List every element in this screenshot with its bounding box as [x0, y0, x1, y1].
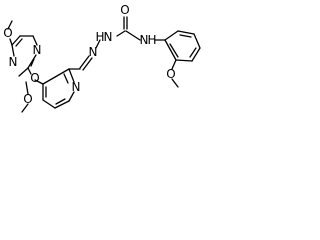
bond-pym-c2-n1	[27, 54, 37, 69]
atom-n-pyrimidine-top: N	[33, 43, 42, 57]
bond-ph-2	[177, 30, 195, 35]
bond-pyr-dbl-1	[63, 73, 69, 84]
atom-o-methoxy-top: O	[3, 26, 12, 40]
bond-n-ch-1	[79, 55, 90, 69]
bond-c-nh-right	[125, 30, 141, 41]
bond-pym-c5-c4	[11, 35, 21, 46]
bonds	[7, 16, 201, 113]
bond-o-pym	[27, 67, 32, 75]
atom-o-ether: O	[30, 71, 39, 85]
bond-ph-5	[175, 59, 193, 62]
bond-c-nh-left	[116, 30, 126, 37]
bond-nh-n	[95, 39, 101, 49]
bond-ome-top-me	[7, 20, 13, 30]
bond-pyr-n-c6	[68, 91, 75, 102]
bond-ph-4	[191, 47, 201, 62]
bond-ph-dbl-1	[179, 34, 192, 38]
bond-pyr-dbl-2	[55, 98, 66, 105]
atom-o-carbonyl: O	[120, 3, 129, 17]
bond-ome-bottom-me	[21, 103, 29, 113]
bond-pym-dbl-1	[30, 58, 35, 67]
bond-anisole-o-me	[171, 78, 179, 88]
bond-c-ome-bottom	[25, 81, 29, 95]
bond-ph-3	[193, 33, 201, 49]
bond-pyr-c6-c5	[54, 100, 70, 109]
bond-c3-o	[34, 79, 44, 85]
bond-pyr-c3-c2	[42, 68, 70, 85]
bond-ph-dbl-3	[169, 43, 179, 58]
atom-o-anisole: O	[166, 67, 175, 81]
bond-pym-dbl-2	[15, 38, 23, 47]
atom-h-left: H	[95, 30, 104, 44]
atom-labels: O H N N H N N O N N O O O	[3, 3, 175, 106]
bond-ph-1	[164, 30, 179, 41]
molecule-svg: O H N N H N N O N N O O O	[3, 3, 201, 113]
atom-n-right: N	[140, 33, 149, 47]
bond-c-ome-top	[9, 38, 13, 46]
bond-pym-c4-n3	[11, 44, 15, 57]
bond-pym-c2-n3	[18, 67, 29, 77]
bond-ph-dbl-2	[189, 47, 197, 58]
bond-n-ch-2	[82, 57, 93, 71]
bond-ph-6	[164, 39, 177, 61]
bond-ph-o	[171, 59, 177, 70]
bond-pyr-c5-c4	[42, 99, 56, 109]
atom-o-methoxy-bottom: O	[23, 92, 32, 106]
bond-pyr-c2-n	[68, 68, 75, 83]
atom-n-pyrimidine-bottom: N	[9, 55, 18, 69]
atom-n-left: N	[104, 30, 113, 44]
atom-n-pyridine: N	[72, 80, 81, 94]
atom-n-hydrazone: N	[89, 45, 98, 59]
atom-h-right: H	[147, 33, 156, 47]
structure-diagram: O H N N H N N O N N O O O	[0, 0, 223, 159]
bond-pym-n1-c6	[32, 35, 38, 46]
